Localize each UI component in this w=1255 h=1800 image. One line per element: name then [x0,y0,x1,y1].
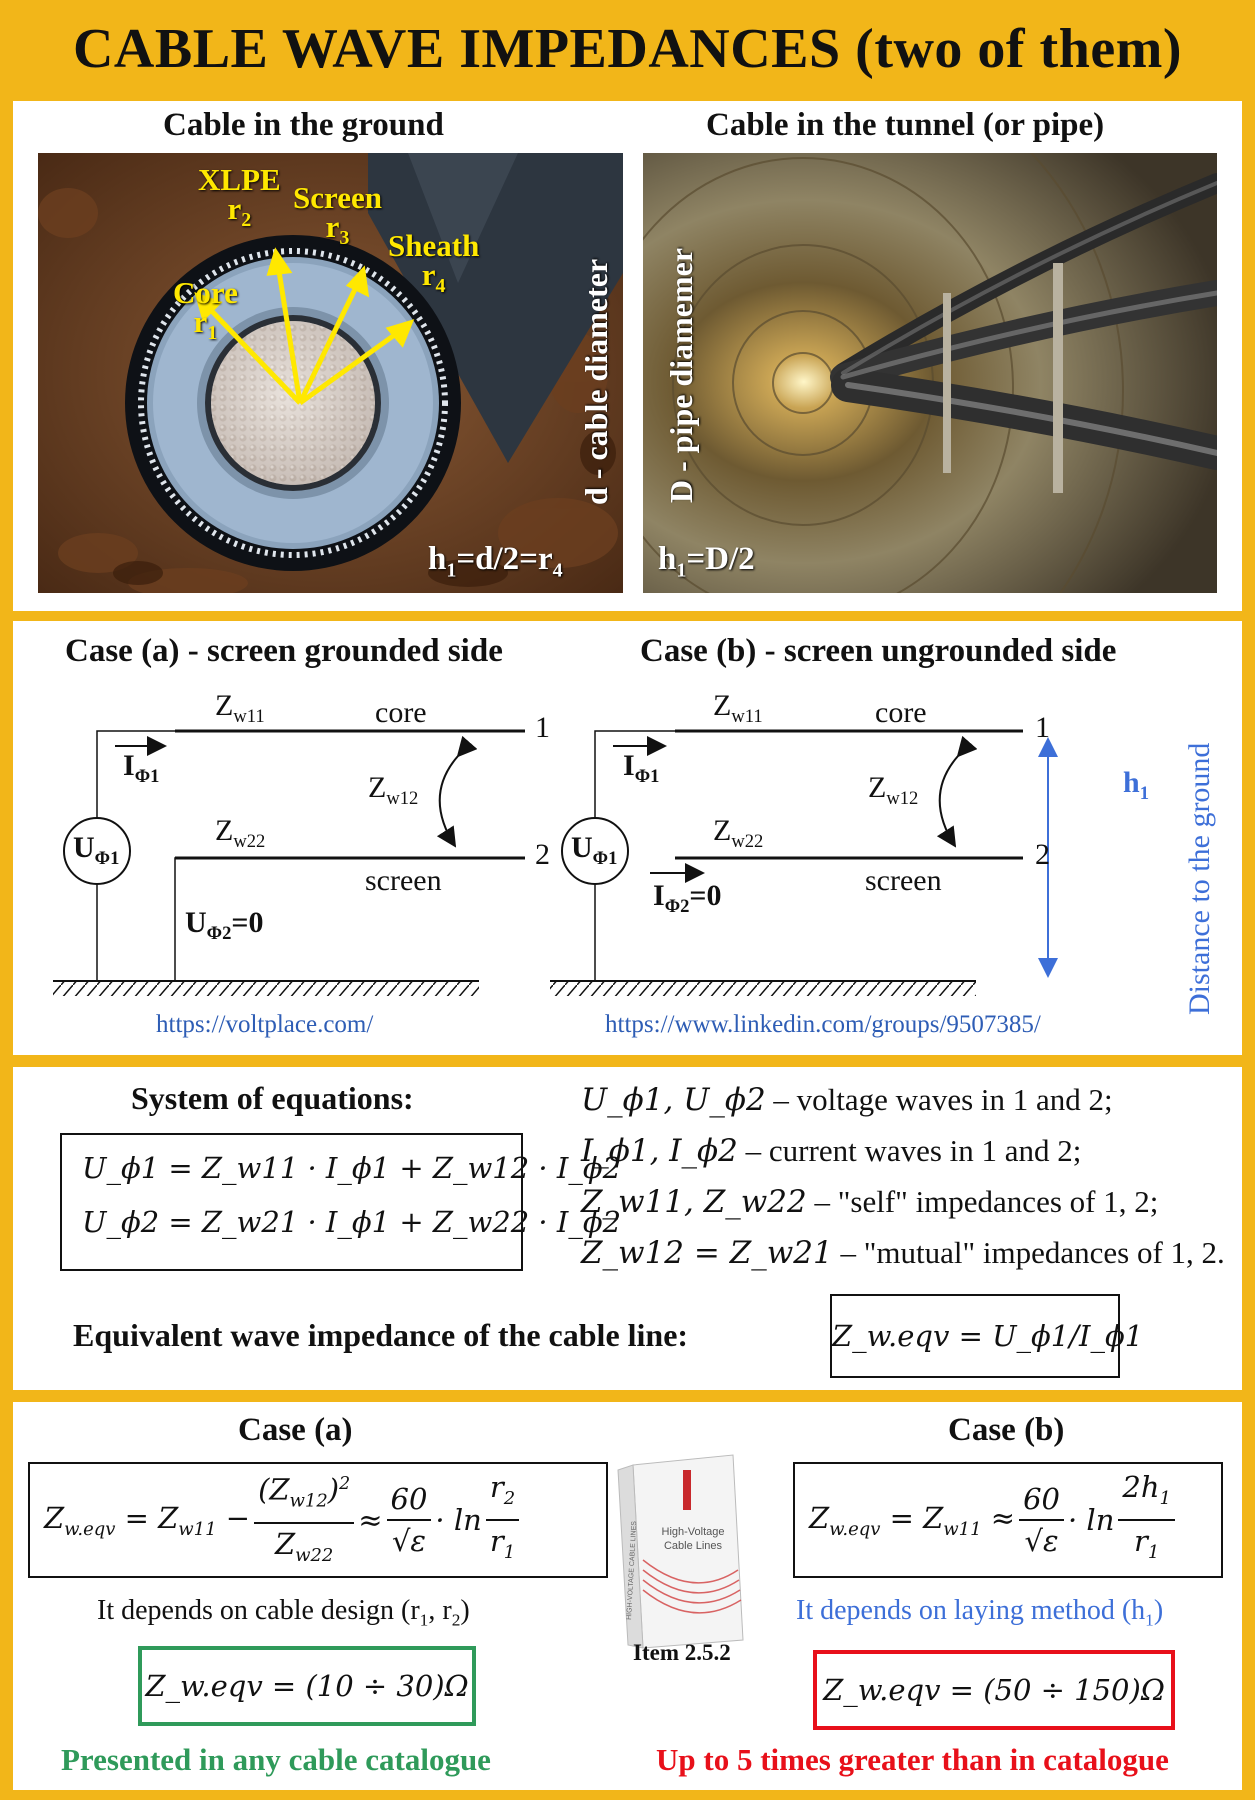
case-b-heading: Case (b) [948,1412,1065,1448]
equation-system-box: U_ϕ1 = Z_w11 · I_ϕ1 + Z_w12 · I_ϕ2 U_ϕ2 … [60,1133,622,1271]
case-a-depends: It depends on cable design (r1, r2) [97,1595,470,1630]
equations-panel: System of equations: U_ϕ1 = Z_w11 · I_ϕ1… [13,1067,1242,1390]
book-caption: Item 2.5.2 [633,1640,731,1665]
case-b-node2-label: 2 [1035,838,1050,871]
case-a-current-label: IΦ1 [123,749,160,787]
circuit-diagrams [53,729,1058,996]
page-title: CABLE WAVE IMPEDANCES (two of them) [72,18,1183,80]
case-a-range-box: Z_w.eqv = (10 ÷ 30)Ω [138,1646,476,1726]
case-a-zw12-label: Zw12 [368,771,419,809]
legend-voltage: U_ϕ1, U_ϕ2 – voltage waves in 1 and 2; [581,1082,1113,1118]
equivalent-impedance-box: Z_w.eqv = U_ϕ1/I_ϕ1 [830,1294,1144,1378]
case-a-source-label: UΦ1 [73,831,120,869]
voltplace-link[interactable]: https://voltplace.com/ [156,1011,374,1038]
case-a-screen-label: screen [365,864,442,897]
photos-panel: Cable in the ground Cable in the tunnel … [13,101,1242,611]
case-b-zw11-label: Zw11 [713,689,763,727]
case-b-node1-label: 1 [1035,711,1050,744]
case-a-zw22-label: Zw22 [215,814,266,852]
equivalent-impedance-label: Equivalent wave impedance of the cable l… [73,1317,689,1353]
cable-diameter-label: d - cable diameter [578,258,614,505]
case-b-zw12-label: Zw12 [868,771,919,809]
case-b-source-label: UΦ1 [571,831,618,869]
photo-right-heading: Cable in the tunnel (or pipe) [706,107,1105,143]
legend-current: I_ϕ1, I_ϕ2 – current waves in 1 and 2; [581,1133,1082,1169]
equation-1: U_ϕ1 = Z_w11 · I_ϕ1 + Z_w12 · I_ϕ2 [82,1151,622,1185]
pipe-diameter-label: D - pipe diamemer [663,247,699,503]
case-b-current-label: IΦ1 [623,749,660,787]
legend-mutual-impedance: Z_w12 = Z_w21 – "mutual" impedances of 1… [581,1235,1225,1271]
case-b-range-box: Z_w.eqv = (50 ÷ 150)Ω [813,1650,1175,1730]
case-b-range: Z_w.eqv = (50 ÷ 150)Ω [823,1673,1165,1707]
case-b-i2-label: IΦ2=0 [653,879,722,917]
case-a-core-label: core [375,696,427,729]
book-image: High-Voltage Cable Lines HIGH-VOLTAGE CA… [613,1450,783,1650]
case-a-zw11-label: Zw11 [215,689,265,727]
case-a-range: Z_w.eqv = (10 ÷ 30)Ω [145,1669,469,1703]
case-a-node1-label: 1 [535,711,550,744]
circuits-panel: Case (a) - screen grounded side Case (b)… [13,621,1242,1055]
case-b-zw22-label: Zw22 [713,814,764,852]
equations-heading: System of equations: [131,1080,414,1116]
case-a-heading: Case (a) [238,1412,353,1448]
cases-panel: Case (a) Case (b) Zw.eqv = Zw11 − (Zw12)… [13,1402,1242,1790]
cable-in-tunnel-photo: D - pipe diamemer h1=D/2 [643,153,1217,593]
case-b-circuit-heading: Case (b) - screen ungrounded side [640,633,1117,669]
cable-h1-label: h1=d/2=r4 [428,541,563,582]
book-cover-line2: Cable Lines [664,1540,723,1552]
case-b-note: Up to 5 times greater than in catalogue [656,1742,1169,1777]
linkedin-link[interactable]: https://www.linkedin.com/groups/9507385/ [605,1011,1041,1038]
tunnel-h1-label: h1=D/2 [658,541,755,582]
case-b-core-label: core [875,696,927,729]
photo-left-heading: Cable in the ground [163,107,444,143]
case-b-screen-label: screen [865,864,942,897]
equation-2: U_ϕ2 = Z_w21 · I_ϕ1 + Z_w22 · I_ϕ2 [82,1205,622,1239]
case-b-depends: It depends on laying method (h1) [796,1595,1164,1630]
case-a-u2-label: UΦ2=0 [185,906,264,944]
legend-self-impedance: Z_w11, Z_w22 – "self" impedances of 1, 2… [581,1184,1159,1220]
case-a-node2-label: 2 [535,838,550,871]
h1-label: h1 [1123,766,1149,804]
case-a-circuit-heading: Case (a) - screen grounded side [65,633,503,669]
equivalent-impedance-formula: Z_w.eqv = U_ϕ1/I_ϕ1 [832,1319,1144,1353]
distance-to-ground-label: Distance to the ground [1183,742,1216,1015]
case-a-note: Presented in any cable catalogue [61,1742,491,1777]
book-cover-line1: High-Voltage [662,1526,725,1538]
